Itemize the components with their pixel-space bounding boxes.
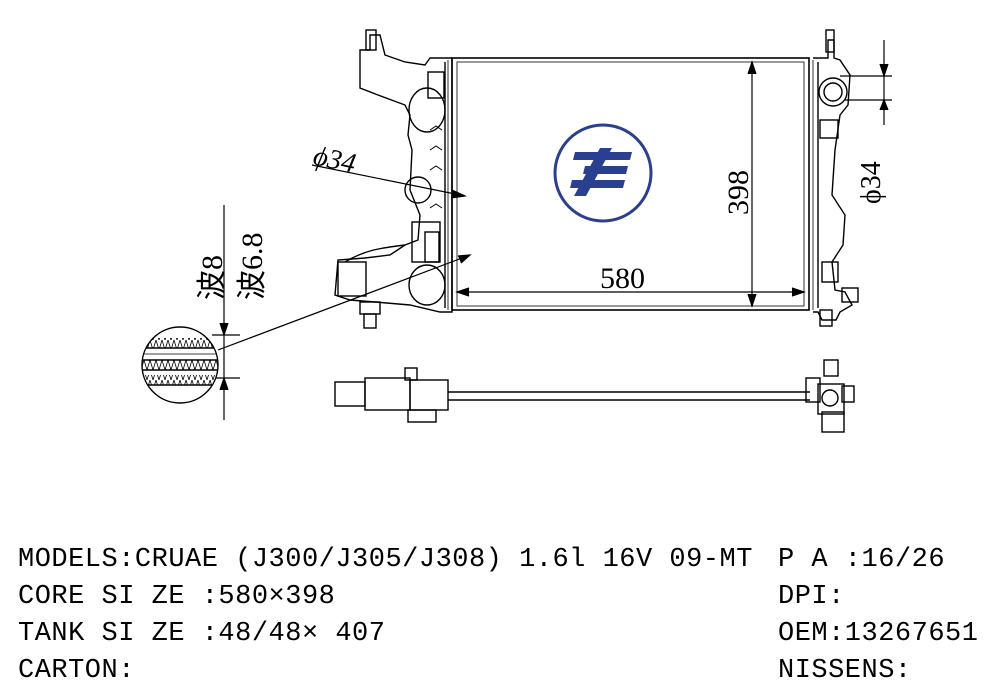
left-tank xyxy=(334,29,453,329)
manufacturer-logo xyxy=(553,123,653,223)
oem-line: OEM:13267651 xyxy=(778,619,979,649)
nissens-line: NISSENS: xyxy=(778,656,912,686)
diameter-label-top: ϕ34 xyxy=(311,141,359,180)
spec-left-column: MODELS:CRUAE (J300/J305/J308) 1.6l 16V 0… xyxy=(18,542,778,690)
core-size-line: CORE SI ZE :580×398 xyxy=(18,582,336,612)
wave-outer-label: 波8 xyxy=(196,255,229,300)
dpi-line: DPI: xyxy=(778,582,845,612)
carton-line: CARTON: xyxy=(18,656,135,686)
wave-inner-label: 波6.8 xyxy=(236,233,269,301)
right-tank xyxy=(813,29,859,327)
diameter-label-right: ϕ34 xyxy=(856,161,887,204)
fin-detail xyxy=(141,326,219,404)
pa-line: P A :16/26 xyxy=(778,545,946,575)
height-label: 398 xyxy=(722,170,755,215)
radiator-technical-drawing: ϕ34 398 580 ϕ34 波8 波6.8 xyxy=(141,29,892,433)
dimension-lines xyxy=(212,40,892,420)
spec-right-column: P A :16/26 DPI: OEM:13267651 NISSENS: xyxy=(778,542,1002,690)
tank-size-line: TANK SI ZE :48/48× 407 xyxy=(18,619,386,649)
width-label: 580 xyxy=(600,262,645,295)
models-line: MODELS:CRUAE (J300/J305/J308) 1.6l 16V 0… xyxy=(18,545,753,575)
side-view xyxy=(334,359,855,433)
